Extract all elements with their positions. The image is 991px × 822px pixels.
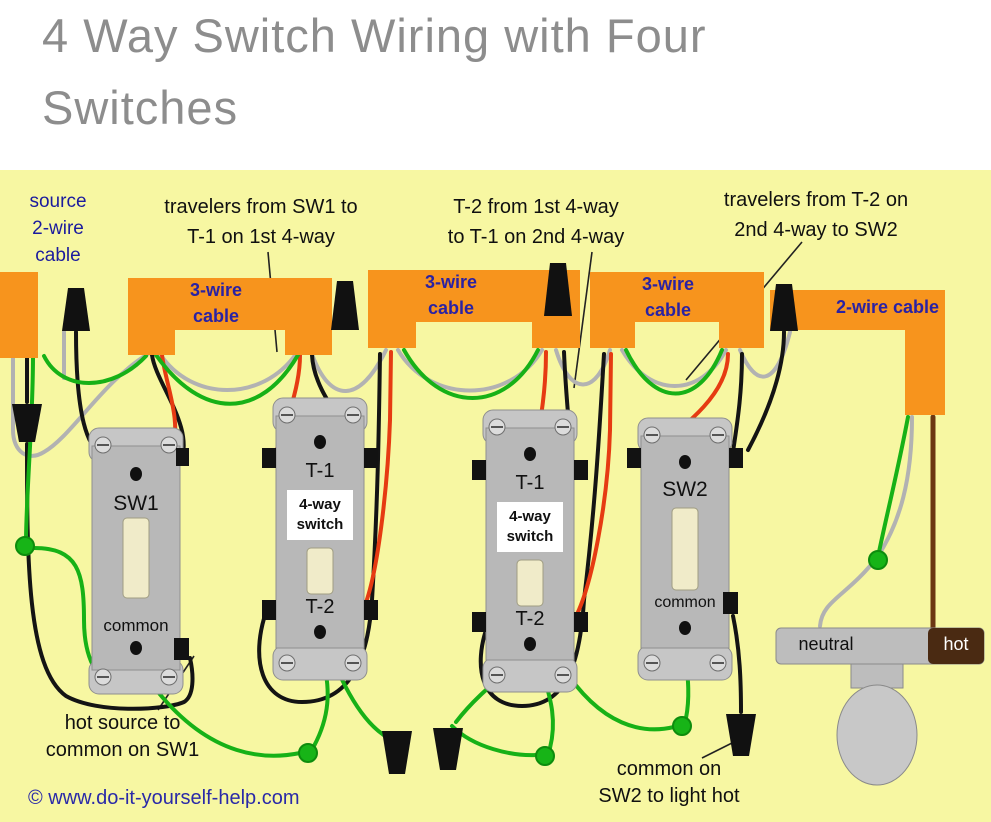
two-wire-cable-label: 2-wire cable bbox=[835, 297, 940, 317]
mounting-hole bbox=[524, 637, 536, 651]
fourway2-t2-label: T-2 bbox=[515, 608, 545, 630]
mounting-hole bbox=[130, 641, 142, 655]
t2-to-t1-label: T-2 from 1st 4-way to T-1 on 2nd 4-way bbox=[447, 196, 625, 248]
traveler-wire-black bbox=[731, 352, 744, 454]
ground-wire bbox=[402, 348, 540, 400]
ground-wire bbox=[154, 353, 300, 406]
fourway2-type-label: 4-way switch bbox=[497, 502, 563, 552]
traveler-terminal bbox=[472, 612, 486, 632]
ground-wire bbox=[156, 690, 302, 758]
wire-connector-dot bbox=[535, 746, 555, 766]
source-cable bbox=[0, 272, 38, 358]
traveler-terminal bbox=[627, 448, 641, 468]
mounting-hole bbox=[314, 435, 326, 449]
hot-wire bbox=[746, 330, 786, 452]
traveler-terminal bbox=[364, 600, 378, 620]
traveler-terminal bbox=[472, 460, 486, 480]
page-title: 4 Way Switch Wiring with Four Switches bbox=[42, 9, 707, 134]
switch-sw1 bbox=[88, 427, 189, 695]
switch-sw2 bbox=[627, 417, 743, 681]
light-fixture bbox=[775, 627, 985, 786]
cable-connectors bbox=[12, 263, 798, 774]
light-bulb bbox=[836, 684, 918, 786]
cables bbox=[0, 270, 945, 415]
fourway1-t2-label: T-2 bbox=[305, 596, 335, 618]
wire-connector-dot bbox=[672, 716, 692, 736]
cable-connector-icon bbox=[544, 263, 572, 316]
three-wire-cable-3 bbox=[590, 272, 764, 348]
ground-wire bbox=[624, 348, 724, 396]
three-wire-cable-1-label: 3-wire cable bbox=[189, 280, 243, 326]
sw2-label: SW2 bbox=[662, 478, 708, 501]
mounting-hole bbox=[130, 467, 142, 481]
traveler-terminal bbox=[574, 460, 588, 480]
cable-connector-icon bbox=[331, 281, 359, 330]
hot-terminal-block bbox=[928, 628, 984, 664]
cable-connector-icon bbox=[382, 731, 412, 774]
neutral-wire bbox=[738, 330, 792, 379]
traveler-wire-red bbox=[572, 352, 613, 622]
wires bbox=[11, 330, 936, 758]
three-wire-cable-2-label: 3-wire cable bbox=[424, 272, 478, 318]
source-cable-label: source 2-wire cable bbox=[29, 191, 87, 266]
hot-wire bbox=[25, 442, 195, 711]
hot-source-label: hot source to common on SW1 bbox=[45, 712, 200, 761]
sw1-common-label: common bbox=[103, 616, 169, 635]
neutral-wire bbox=[11, 352, 150, 458]
common-terminal bbox=[174, 638, 189, 660]
fourway1-t1-label: T-1 bbox=[305, 460, 335, 482]
traveler-terminal bbox=[262, 600, 276, 620]
fourway1-type-label: 4-way switch bbox=[287, 490, 353, 540]
traveler-terminal bbox=[364, 448, 378, 468]
cable-connector-icon bbox=[726, 714, 756, 756]
ground-wire bbox=[24, 354, 35, 540]
ground-wire bbox=[42, 354, 148, 385]
fourway2-t1-label: T-1 bbox=[515, 472, 545, 494]
toggle-lever bbox=[671, 507, 699, 591]
cable-connector-icon bbox=[12, 404, 42, 442]
leader-line bbox=[573, 251, 593, 389]
common-terminal bbox=[723, 592, 738, 614]
cable-connector-icon bbox=[770, 284, 798, 331]
three-wire-cable-1 bbox=[128, 278, 332, 355]
traveler-terminal bbox=[574, 612, 588, 632]
cable-connector-icon bbox=[433, 728, 463, 770]
neutral-label: neutral bbox=[798, 634, 854, 654]
mounting-hole bbox=[314, 625, 326, 639]
wire-connector-dot bbox=[15, 536, 35, 556]
traveler-terminal bbox=[262, 448, 276, 468]
neutral-wire bbox=[310, 348, 388, 393]
three-wire-cable-2 bbox=[368, 270, 580, 348]
travelers-t2-label: travelers from T-2 on 2nd 4-way to SW2 bbox=[723, 189, 909, 241]
two-wire-cable bbox=[770, 290, 945, 415]
traveler-terminal bbox=[729, 448, 743, 468]
mounting-hole bbox=[524, 447, 536, 461]
toggle-lever bbox=[516, 559, 544, 607]
mounting-hole bbox=[679, 621, 691, 635]
wire-connector-dots bbox=[15, 536, 888, 766]
bulb-socket bbox=[850, 663, 904, 689]
copyright-link[interactable]: © www.do-it-yourself-help.com bbox=[28, 787, 300, 809]
common-sw2-label: common on SW2 to light hot bbox=[598, 758, 740, 807]
travelers-sw1-label: travelers from SW1 to T-1 on 1st 4-way bbox=[164, 196, 358, 248]
toggle-lever bbox=[306, 547, 334, 595]
wire-connector-dot bbox=[298, 743, 318, 763]
mounting-hole bbox=[679, 455, 691, 469]
traveler-wire-red bbox=[360, 350, 393, 614]
sw1-label: SW1 bbox=[113, 492, 159, 515]
sw2-common-label: common bbox=[654, 594, 716, 611]
toggle-lever bbox=[122, 517, 150, 599]
wire-connector-dot bbox=[868, 550, 888, 570]
traveler-terminal bbox=[176, 448, 189, 466]
ground-wire bbox=[877, 415, 910, 554]
neutral-wire bbox=[158, 352, 298, 392]
three-wire-cable-3-label: 3-wire cable bbox=[641, 274, 695, 320]
cable-connector-icon bbox=[62, 288, 90, 331]
hot-label: hot bbox=[943, 634, 969, 654]
common-wire bbox=[731, 614, 743, 714]
